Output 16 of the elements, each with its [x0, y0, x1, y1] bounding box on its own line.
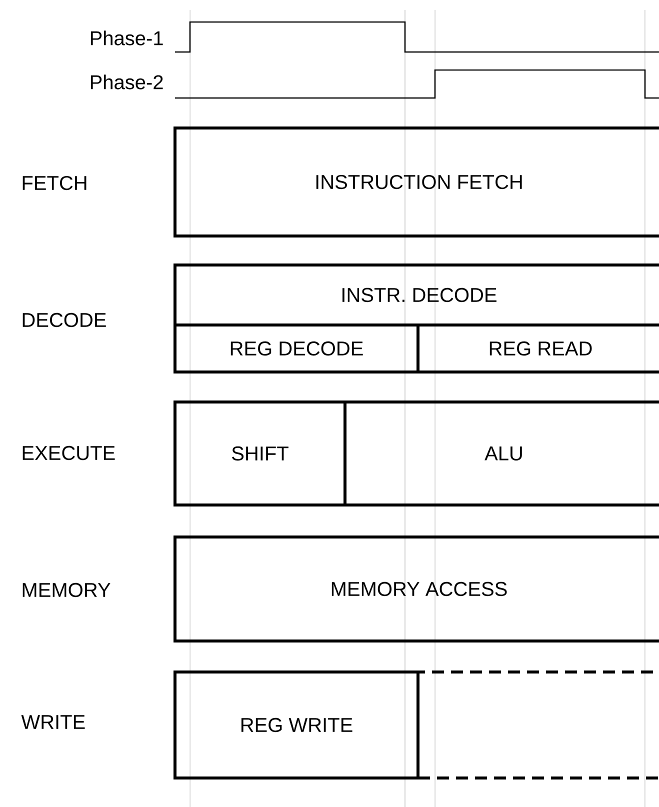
stage-box: INSTRUCTION FETCH [174, 126, 659, 238]
stage-box: INSTR. DECODE [174, 264, 659, 326]
dashed-box [416, 670, 659, 780]
stage-label: DECODE [22, 312, 106, 328]
stage-label: WRITE [21, 715, 85, 729]
stage-box: MEMORY ACCESS [174, 536, 659, 642]
signal-label: Phase-2 [90, 74, 163, 90]
stage-label: MEMORY [22, 582, 110, 598]
signal-label: Phase-1 [90, 30, 163, 46]
stage-label: FETCH [22, 176, 86, 190]
stage-label: EXECUTE [22, 446, 115, 460]
stage-box: REG DECODE [174, 324, 420, 374]
stage-box: REG WRITE [174, 670, 420, 780]
stage-box: ALU [344, 400, 659, 506]
stage-box: SHIFT [174, 400, 346, 506]
stage-box: REG READ [416, 324, 659, 374]
